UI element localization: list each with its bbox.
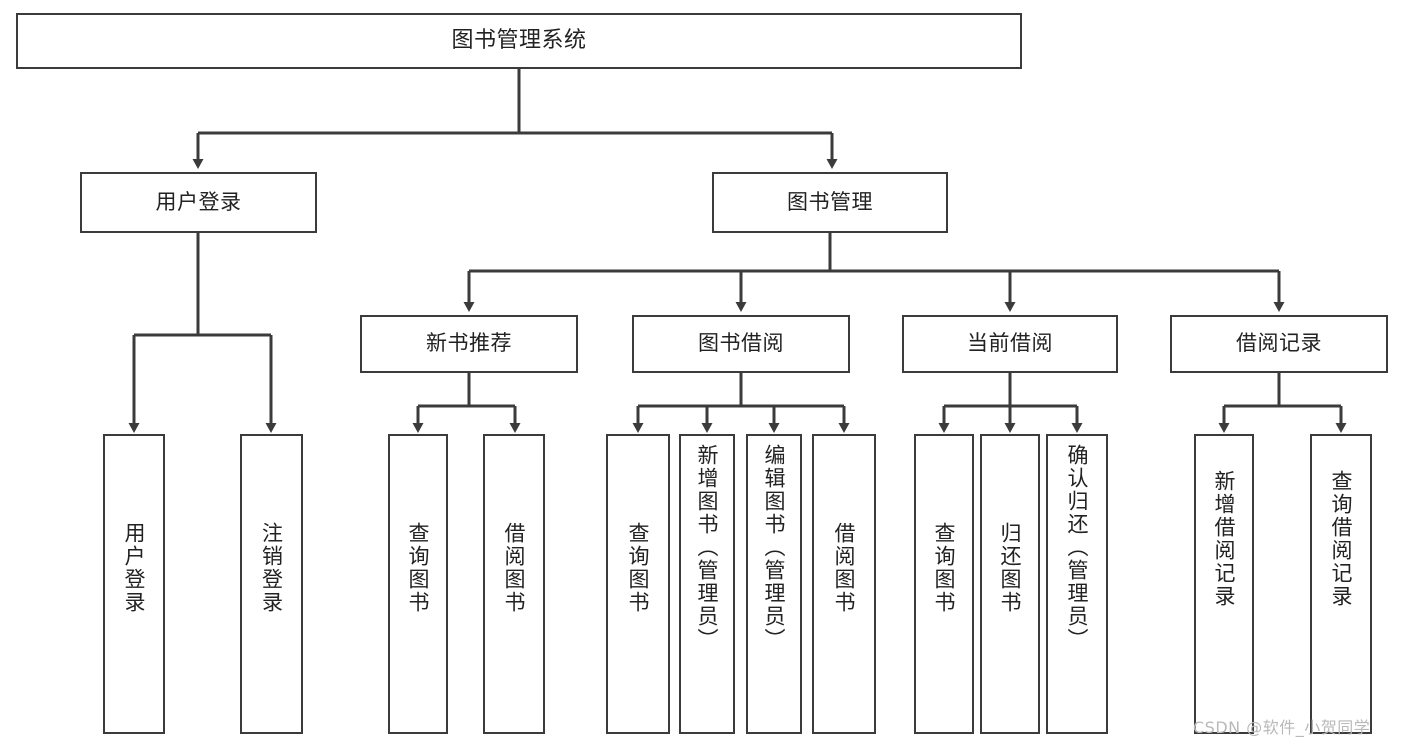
node-label: 确认归还（管理员） <box>1065 444 1090 651</box>
node-label: 查询图书 <box>406 522 431 614</box>
node-leaf-confirm-return-admin[interactable]: 确认归还（管理员） <box>1046 434 1108 734</box>
node-label: 图书借阅 <box>698 331 784 356</box>
node-leaf-add-book-admin[interactable]: 新增图书（管理员） <box>679 434 735 734</box>
node-leaf-return-book[interactable]: 归还图书 <box>980 434 1040 734</box>
node-label: 借阅记录 <box>1236 331 1322 356</box>
node-label: 借阅图书 <box>832 522 857 614</box>
node-leaf-borrow-book-recommend[interactable]: 借阅图书 <box>483 434 545 734</box>
node-label: 用户登录 <box>122 522 147 614</box>
node-label: 当前借阅 <box>967 331 1053 356</box>
node-leaf-query-book-borrow[interactable]: 查询图书 <box>606 434 670 734</box>
node-label: 新增图书（管理员） <box>695 444 720 651</box>
node-borrow-record[interactable]: 借阅记录 <box>1170 315 1388 373</box>
node-label: 借阅图书 <box>502 522 527 614</box>
node-label: 新增借阅记录 <box>1212 470 1237 608</box>
node-leaf-borrow-book-borrow[interactable]: 借阅图书 <box>812 434 876 734</box>
node-label: 图书管理系统 <box>451 27 587 53</box>
node-label: 新书推荐 <box>426 331 512 356</box>
csdn-watermark: CSDN @软件_小贺同学 <box>1193 718 1371 737</box>
node-leaf-add-borrow-record[interactable]: 新增借阅记录 <box>1194 434 1254 734</box>
node-leaf-user-login[interactable]: 用户登录 <box>103 434 165 734</box>
node-label: 注销登录 <box>259 522 284 614</box>
node-label: 查询图书 <box>932 522 957 614</box>
node-new-book-recommend[interactable]: 新书推荐 <box>360 315 578 373</box>
node-leaf-query-book-current[interactable]: 查询图书 <box>914 434 974 734</box>
node-leaf-logout-login[interactable]: 注销登录 <box>240 434 303 734</box>
node-root-book-management-system[interactable]: 图书管理系统 <box>16 13 1022 69</box>
node-label: 查询借阅记录 <box>1329 470 1354 608</box>
node-leaf-query-borrow-record[interactable]: 查询借阅记录 <box>1310 434 1372 734</box>
node-label: 编辑图书（管理员） <box>762 444 787 651</box>
node-current-borrow[interactable]: 当前借阅 <box>902 315 1118 373</box>
node-label: 图书管理 <box>787 189 873 214</box>
node-user-login[interactable]: 用户登录 <box>80 172 317 233</box>
node-book-borrow[interactable]: 图书借阅 <box>632 315 850 373</box>
node-label: 查询图书 <box>626 522 651 614</box>
node-label: 用户登录 <box>155 189 242 214</box>
node-leaf-edit-book-admin[interactable]: 编辑图书（管理员） <box>746 434 802 734</box>
node-label: 归还图书 <box>998 522 1023 614</box>
node-leaf-query-book-recommend[interactable]: 查询图书 <box>388 434 448 734</box>
node-book-management[interactable]: 图书管理 <box>712 172 948 233</box>
